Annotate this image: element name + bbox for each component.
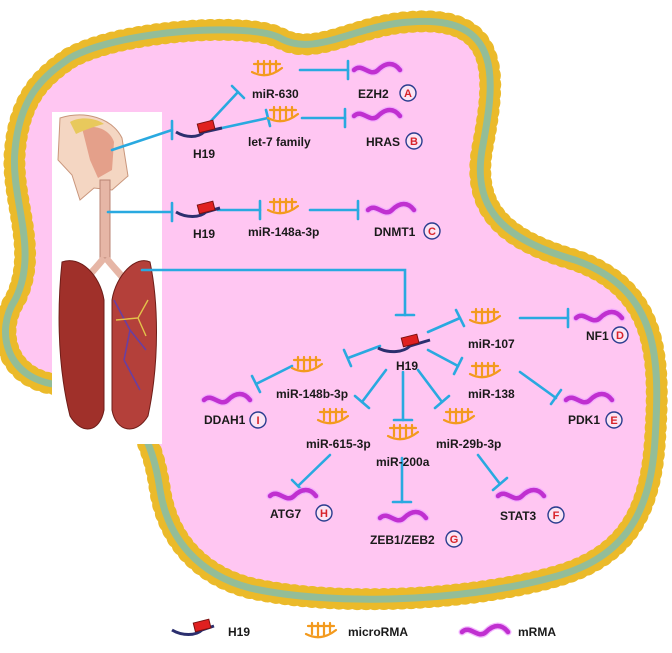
h19-gene-top: [175, 119, 223, 138]
h19-gene-mid: [175, 200, 221, 218]
mrna-glyphs: [200, 60, 626, 524]
badge-ring-b: [405, 132, 423, 150]
badge-c: C: [428, 226, 436, 238]
legend-mrna-label: mRMA: [518, 625, 556, 639]
badge-g: G: [450, 534, 459, 546]
target-hras: HRAS B: [366, 132, 423, 150]
h19-label-center: H19: [396, 359, 418, 373]
mirna-label-mir107: miR-107: [468, 337, 515, 351]
h19-label-top: H19: [193, 147, 215, 161]
badge-ring-a: [399, 84, 417, 102]
badge-ring-g: [445, 530, 463, 548]
badge-f: F: [553, 510, 560, 522]
badge-ring-e: [605, 411, 623, 429]
target-dnmt1: DNMT1 C: [374, 222, 441, 240]
badge-b: B: [410, 136, 418, 148]
h19-gene-center: [377, 333, 431, 354]
target-zeb: ZEB1/ZEB2 G: [370, 530, 463, 548]
legend-microrna-icon: [304, 621, 338, 639]
target-ezh2: EZH2 A: [358, 84, 417, 102]
mirna-label-mir615: miR-615-3p: [306, 437, 371, 451]
target-nf1: NF1 D: [586, 326, 629, 344]
mirna-label-mir148a: miR-148a-3p: [248, 225, 319, 239]
mirna-label-mir138: miR-138: [468, 387, 515, 401]
legend-mrna-icon: [458, 622, 512, 638]
legend-h19-icon: [171, 618, 215, 636]
target-stat3: STAT3 F: [500, 506, 565, 524]
mirna-label-mir148b: miR-148b-3p: [276, 387, 348, 401]
target-atg7: ATG7 H: [270, 504, 333, 522]
target-label-stat3: STAT3: [500, 509, 537, 523]
legend-microrna-label: microRMA: [348, 625, 408, 639]
badge-d: D: [616, 330, 624, 342]
mirna-label-mir200a: miR-200a: [376, 455, 430, 469]
mirna-label-mir630: miR-630: [252, 87, 299, 101]
badge-h: H: [320, 508, 328, 520]
target-label-ddah1: DDAH1: [204, 413, 246, 427]
target-label-atg7: ATG7: [270, 507, 301, 521]
target-pdk1: PDK1 E: [568, 411, 623, 429]
badge-ring-f: [547, 506, 565, 524]
microrna-glyphs: [250, 59, 502, 441]
legend: H19 microRMA mRMA: [171, 618, 556, 639]
badge-ring-i: [249, 411, 267, 429]
legend-h19-label: H19: [228, 625, 250, 639]
target-ddah1: DDAH1 I: [204, 411, 267, 429]
badge-ring-c: [423, 222, 441, 240]
target-label-nf1: NF1: [586, 329, 609, 343]
target-label-dnmt1: DNMT1: [374, 225, 416, 239]
target-label-zeb: ZEB1/ZEB2: [370, 533, 435, 547]
badge-a: A: [404, 88, 412, 100]
badge-i: I: [256, 415, 259, 427]
badge-ring-h: [315, 504, 333, 522]
target-label-hras: HRAS: [366, 135, 400, 149]
badge-e: E: [610, 415, 617, 427]
h19-label-mid: H19: [193, 227, 215, 241]
respiratory-illustration: [52, 112, 162, 444]
mirna-label-let7: let-7 family: [248, 135, 311, 149]
target-label-pdk1: PDK1: [568, 413, 600, 427]
badge-ring-d: [611, 326, 629, 344]
target-label-ezh2: EZH2: [358, 87, 389, 101]
mirna-label-mir29b: miR-29b-3p: [436, 437, 501, 451]
